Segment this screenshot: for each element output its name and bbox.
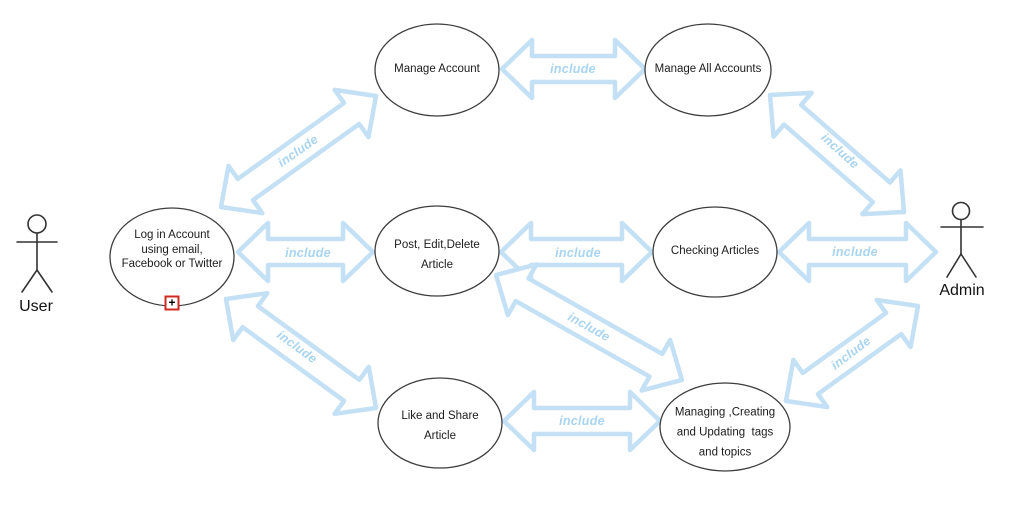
actor-user-label: User: [19, 298, 53, 315]
actor-user-figure[interactable]: [16, 214, 58, 293]
actor-user-leg-left: [21, 269, 38, 293]
include-arrow-login-likeshare[interactable]: [209, 276, 393, 432]
double-arrow-shape[interactable]: [769, 282, 935, 424]
use-case-manage-all-accounts[interactable]: [644, 23, 772, 117]
use-case-like-share[interactable]: [377, 377, 503, 469]
actor-admin-leg-left: [946, 253, 962, 278]
double-arrow-shape[interactable]: [776, 220, 939, 284]
double-arrow-shape[interactable]: [209, 276, 393, 432]
include-arrow-likeshare-managingtags[interactable]: [501, 389, 663, 453]
double-arrow-shape[interactable]: [751, 73, 923, 234]
double-arrow-shape[interactable]: [204, 72, 393, 230]
include-arrow-managingtags-admin[interactable]: [769, 282, 935, 424]
include-arrow-manageall-admin[interactable]: [751, 73, 923, 234]
use-case-login[interactable]: [109, 207, 235, 307]
actor-admin-head: [951, 201, 971, 221]
actor-admin-label: Admin: [939, 282, 985, 299]
include-arrow-post-managingtags[interactable]: [482, 250, 697, 406]
double-arrow-shape[interactable]: [499, 37, 648, 101]
actor-user-head: [27, 214, 47, 234]
use-case-checking-articles[interactable]: [652, 206, 778, 298]
include-arrow-login-post[interactable]: [235, 220, 376, 284]
actor-admin-leg-right: [960, 253, 977, 278]
actor-admin-figure[interactable]: [940, 201, 984, 278]
use-case-managing-tags[interactable]: [659, 382, 791, 472]
plus-marker-box[interactable]: [164, 295, 180, 311]
include-arrow-checking-admin[interactable]: [776, 220, 939, 284]
actor-user-leg-right: [36, 269, 53, 293]
double-arrow-shape[interactable]: [235, 220, 376, 284]
double-arrow-shape[interactable]: [482, 250, 697, 406]
use-case-post-edit-delete[interactable]: [374, 205, 500, 297]
include-arrow-login-manageaccount[interactable]: [204, 72, 393, 230]
include-arrow-manageaccount-manageall[interactable]: [499, 37, 648, 101]
double-arrow-shape[interactable]: [501, 389, 663, 453]
use-case-manage-account[interactable]: [374, 23, 500, 117]
